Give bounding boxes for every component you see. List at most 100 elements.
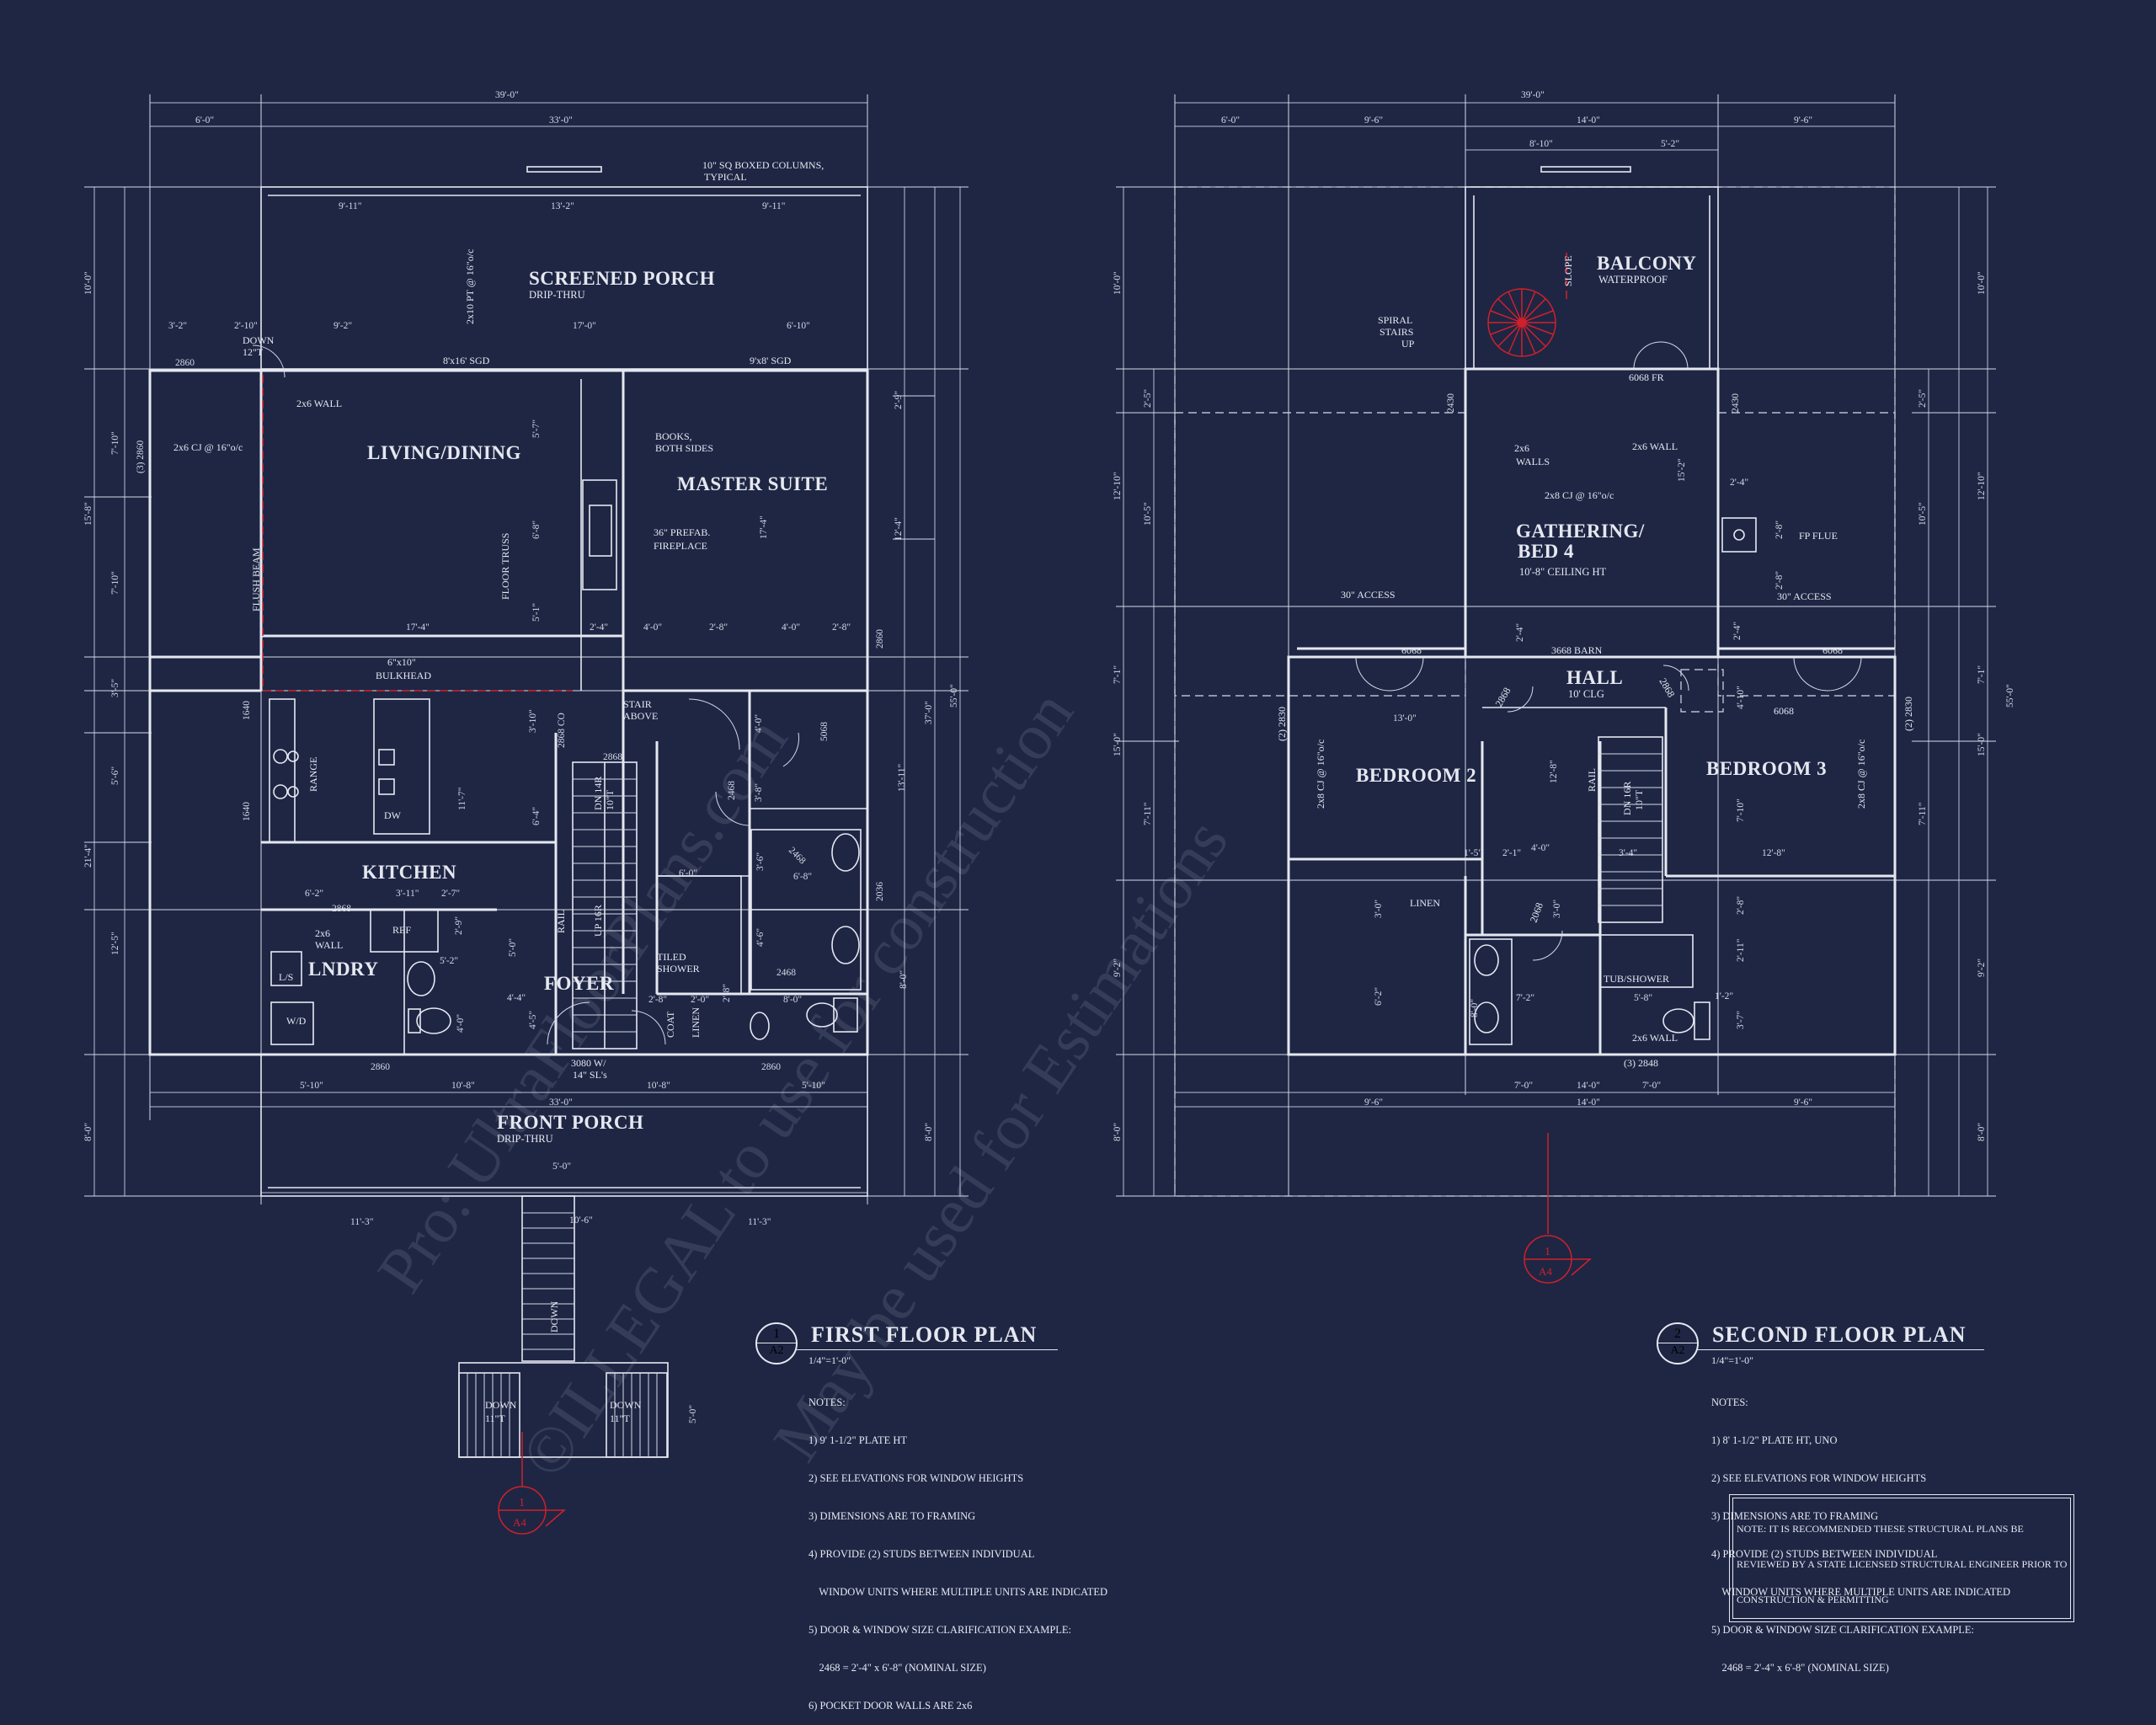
dim: 10'-5" bbox=[1918, 502, 1928, 526]
first-floor-plan bbox=[84, 94, 969, 1535]
dim: 3'-5" bbox=[110, 679, 120, 697]
dim: 5'-10" bbox=[802, 1081, 825, 1091]
room-label: FRONT PORCH bbox=[497, 1112, 643, 1133]
note: LINEN bbox=[690, 1007, 702, 1038]
note: SHOWER bbox=[657, 963, 700, 975]
dim: 7'-1" bbox=[1977, 665, 1987, 684]
note: BOOKS, bbox=[655, 430, 692, 442]
note-line: 2468 = 2'-4" x 6'-8" (NOMINAL SIZE) bbox=[808, 1662, 986, 1674]
note: SPIRAL bbox=[1378, 314, 1412, 326]
note: 2868 bbox=[1657, 676, 1677, 700]
note: DOWN bbox=[610, 1399, 642, 1411]
dim: 17'-4" bbox=[406, 622, 430, 633]
dim: 5'-2" bbox=[1661, 139, 1679, 149]
dim: 4'-10" bbox=[1736, 686, 1746, 709]
dim: 5'-7" bbox=[531, 419, 542, 438]
dim: 8'-0" bbox=[83, 1123, 93, 1141]
dim: 7'-11" bbox=[1918, 803, 1928, 825]
room-sublabel: 10'-8" CEILING HT bbox=[1519, 566, 1607, 578]
note-line: REVIEWED BY A STATE LICENSED STRUCTURAL … bbox=[1737, 1558, 2068, 1570]
dim: 6'-4" bbox=[531, 807, 542, 825]
dim: 6'-2" bbox=[1374, 987, 1384, 1006]
dim: 2860 bbox=[371, 1062, 390, 1072]
dim: 5'-6" bbox=[110, 766, 120, 785]
dim: 2'-8" bbox=[1774, 521, 1785, 539]
dim: 13'-2" bbox=[551, 201, 574, 211]
note: 30" ACCESS bbox=[1777, 590, 1832, 602]
first-floor-annotations: 10" SQ BOXED COLUMNS, TYPICAL 2x6 WALL 2… bbox=[173, 159, 824, 1424]
note: 3080 W/ bbox=[571, 1057, 606, 1069]
note: DN 14R bbox=[592, 777, 604, 810]
note: (3) 2848 bbox=[1624, 1057, 1658, 1069]
dim: 6'-0" bbox=[1221, 115, 1240, 126]
drawing-number: 1 bbox=[773, 1327, 780, 1341]
dim: 55'-0" bbox=[949, 684, 959, 708]
note: TILED bbox=[657, 951, 686, 963]
section-sheet: A4 bbox=[1539, 1265, 1552, 1278]
dim: 1'-5" bbox=[1464, 848, 1482, 858]
dim: 2468 bbox=[787, 846, 808, 867]
note: DN 16R bbox=[1621, 782, 1633, 815]
note: RAIL bbox=[555, 910, 567, 933]
dim: 10'-6" bbox=[569, 1215, 593, 1226]
dim: 17'-0" bbox=[573, 321, 596, 331]
dim: 4'-0" bbox=[782, 622, 800, 633]
dim: 13'-11" bbox=[897, 764, 907, 792]
dim: 2'-8" bbox=[648, 995, 667, 1005]
note: L/S bbox=[279, 971, 293, 983]
note: 2x6 CJ @ 16"o/c bbox=[173, 441, 243, 453]
note: 12"T bbox=[243, 346, 264, 358]
dim: 5'-10" bbox=[300, 1081, 323, 1091]
dim: 12'-8" bbox=[1549, 760, 1559, 783]
note-line: WINDOW UNITS WHERE MULTIPLE UNITS ARE IN… bbox=[808, 1586, 1108, 1598]
note: FLUSH BEAM bbox=[250, 547, 262, 611]
second-floor-room-labels: BALCONY WATERPROOF GATHERING/ BED 4 10'-… bbox=[1356, 253, 1827, 786]
sheet-number: A2 bbox=[1670, 1344, 1685, 1357]
dim: 15'-0" bbox=[1113, 733, 1123, 756]
note: 6068 FR bbox=[1629, 371, 1664, 383]
note: DOWN bbox=[485, 1399, 517, 1411]
dim: 12'-5" bbox=[110, 932, 120, 955]
dim: 10'-0" bbox=[83, 271, 93, 295]
note: 2x8 CJ @ 16"o/c bbox=[1545, 489, 1614, 501]
dim: 8'-10" bbox=[1529, 139, 1553, 149]
room-sublabel: 10' CLG bbox=[1568, 688, 1604, 700]
room-label: LIVING/DINING bbox=[367, 442, 521, 463]
dim: 2'-8" bbox=[722, 984, 732, 1002]
dim: 2'-8" bbox=[709, 622, 728, 633]
dim: 4'-0" bbox=[643, 622, 662, 633]
dim: 10'-5" bbox=[1143, 502, 1153, 526]
note: (2) 2830 bbox=[1276, 707, 1288, 741]
dim: 2036 bbox=[875, 882, 885, 901]
note: RANGE bbox=[307, 757, 319, 792]
dim: 11'-3" bbox=[748, 1217, 771, 1227]
note: 2x8 CJ @ 16"o/c bbox=[1855, 740, 1867, 809]
note: 30" ACCESS bbox=[1341, 589, 1396, 601]
dim: 2'-7" bbox=[441, 889, 460, 899]
note: TUB/SHOWER bbox=[1604, 973, 1669, 985]
dim: 6'-8" bbox=[793, 872, 812, 882]
note-line: 1) 8' 1-1/2" PLATE HT, UNO bbox=[1711, 1434, 1838, 1446]
dim: 2860 bbox=[875, 629, 885, 649]
dim: 12'-4" bbox=[894, 517, 904, 541]
dim: 5'-8" bbox=[1634, 993, 1652, 1003]
dim: 6'-2" bbox=[305, 889, 323, 899]
note: 36" PREFAB. bbox=[654, 526, 710, 538]
dim: 3'-4" bbox=[1619, 848, 1637, 858]
dim: 5'-1" bbox=[531, 603, 542, 622]
room-sublabel: DRIP-THRU bbox=[529, 289, 585, 301]
drawing-number: 2 bbox=[1674, 1327, 1681, 1341]
spiral-stair bbox=[1487, 253, 1567, 357]
room-label: SCREENED PORCH bbox=[529, 268, 715, 289]
note: 2868 bbox=[1492, 686, 1513, 709]
section-marker-labels: 1 A4 1 A4 bbox=[513, 1246, 1552, 1529]
note-line: 5) DOOR & WINDOW SIZE CLARIFICATION EXAM… bbox=[808, 1624, 1072, 1636]
first-floor-title-bubble: 1 A2 bbox=[755, 1322, 798, 1365]
note-line: CONSTRUCTION & PERMITTING bbox=[1737, 1594, 1889, 1605]
dim: 4'-5" bbox=[528, 1011, 538, 1029]
note-line: 5) DOOR & WINDOW SIZE CLARIFICATION EXAM… bbox=[1711, 1624, 1975, 1636]
note: TYPICAL bbox=[704, 171, 747, 183]
dim: 8'-0" bbox=[1470, 999, 1480, 1017]
note: BULKHEAD bbox=[376, 670, 431, 681]
dim: 9'-6" bbox=[1794, 1097, 1812, 1108]
